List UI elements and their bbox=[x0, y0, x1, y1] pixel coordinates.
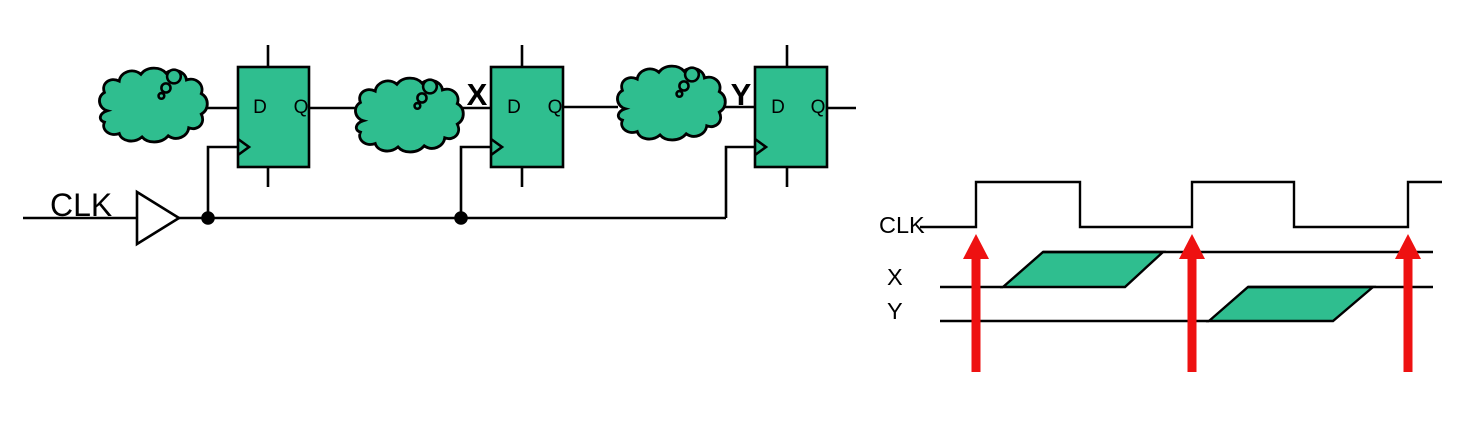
arrow-head bbox=[1179, 234, 1205, 259]
ff2-d-label: D bbox=[507, 97, 521, 118]
x-transition-window bbox=[999, 250, 1167, 289]
clock-edge-arrow-2 bbox=[1179, 234, 1205, 372]
ff1-d-label: D bbox=[253, 97, 267, 118]
arrow-shaft bbox=[971, 252, 981, 372]
clock-edge-arrow-1 bbox=[963, 234, 989, 372]
y-signal bbox=[940, 285, 1433, 323]
clk-source-label: CLK bbox=[50, 187, 112, 223]
ff1-body bbox=[236, 65, 311, 169]
ff3-body bbox=[753, 65, 829, 169]
ff2-q-label: Q bbox=[548, 97, 563, 118]
clk-riser-ff1 bbox=[206, 145, 238, 218]
ff1-q-label: Q bbox=[294, 97, 309, 118]
timing-x-label: X bbox=[887, 264, 903, 290]
clock-edge-arrow-3 bbox=[1395, 234, 1421, 372]
timing-clk-label: CLK bbox=[879, 212, 925, 238]
ff3-d-label: D bbox=[771, 97, 785, 118]
clock-edge-arrows bbox=[963, 234, 1421, 372]
clock-buffer-icon bbox=[135, 189, 182, 247]
ff3-q-label: Q bbox=[811, 97, 826, 118]
arrow-head bbox=[963, 234, 989, 259]
d-flip-flop-2: D Q bbox=[489, 45, 565, 187]
clk-waveform bbox=[920, 180, 1442, 229]
junction-dot bbox=[201, 211, 215, 225]
clock-net bbox=[23, 145, 755, 247]
clk-riser-ff3 bbox=[724, 145, 755, 218]
ff2-body bbox=[489, 65, 565, 169]
ff2-clock-chevron-icon bbox=[490, 137, 505, 157]
logic-cloud-icon bbox=[98, 66, 209, 144]
arrow-shaft bbox=[1187, 252, 1197, 372]
timing-diagram: CLK X Y bbox=[879, 180, 1442, 372]
net-y-label: Y bbox=[731, 77, 752, 112]
logic-cloud-icon bbox=[616, 64, 727, 142]
arrow-head bbox=[1395, 234, 1421, 259]
clk-riser-ff2 bbox=[459, 145, 491, 218]
ff1-clock-chevron-icon bbox=[237, 137, 252, 157]
junction-dot bbox=[454, 211, 468, 225]
d-flip-flop-3: D Q bbox=[753, 45, 829, 187]
y-transition-window bbox=[1205, 285, 1377, 323]
arrow-shaft bbox=[1403, 252, 1413, 372]
net-x-label: X bbox=[467, 77, 488, 112]
ff3-clock-chevron-icon bbox=[754, 137, 769, 157]
clocked-pipeline-circuit: D Q D Q D Q CLK X Y bbox=[23, 45, 856, 247]
d-flip-flop-1: D Q bbox=[236, 45, 311, 187]
timing-y-label: Y bbox=[887, 298, 903, 324]
logic-cloud-icon bbox=[354, 76, 465, 154]
